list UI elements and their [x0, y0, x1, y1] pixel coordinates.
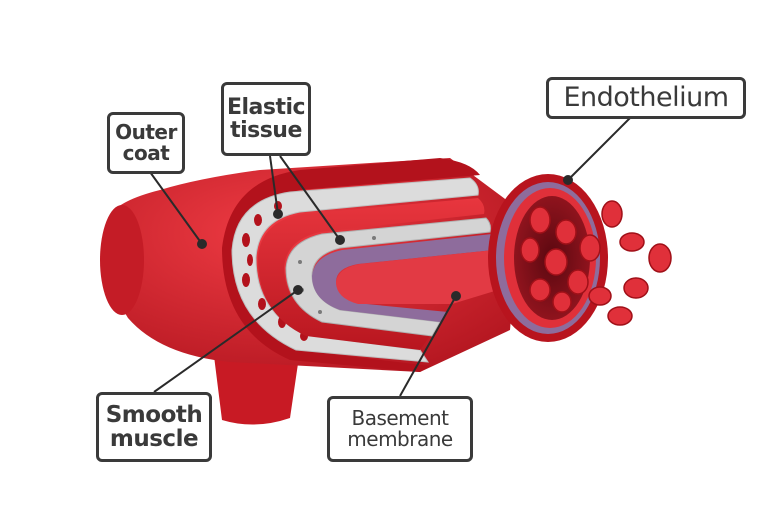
red-blood-cells [520, 200, 672, 326]
smooth-muscle-label: Smooth muscle [96, 392, 212, 462]
basement-membrane-label: Basement membrane [327, 396, 473, 462]
basement-membrane-layer [312, 234, 494, 322]
smooth-muscle-layer [258, 198, 485, 350]
outer-coat-label: Outer coat [107, 112, 185, 174]
leader-lines [149, 117, 631, 397]
endothelium-lining [336, 250, 498, 304]
elastic-tissue-label: Elastic tissue [221, 82, 311, 156]
vessel-end-cap [100, 205, 144, 315]
elastic-tissue-outer [231, 177, 479, 363]
endothelium-label: Endothelium [546, 77, 746, 119]
elastic-tissue-inner [285, 217, 491, 337]
